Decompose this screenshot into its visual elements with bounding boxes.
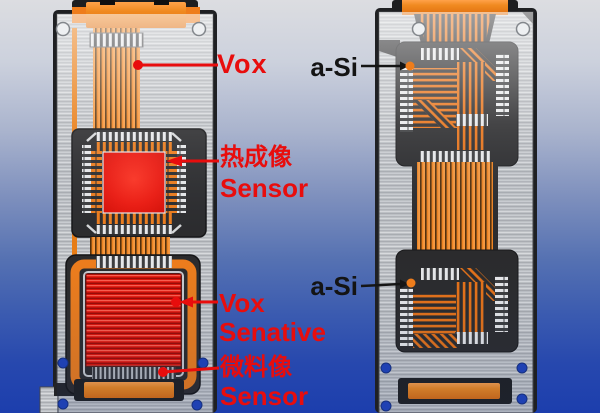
micro-leader-line [162,366,220,374]
thermal-sensor-label-cn: 热成像 [220,144,292,171]
vox-sensitive-label-line2: Senative [219,317,326,347]
left-through-holes [57,357,209,411]
left-mounting-holes [55,21,207,37]
right-through-holes [380,362,528,412]
vox-pointer-dot [133,60,143,70]
right-plate-shine [379,12,533,413]
thermal-arrowhead [166,155,182,167]
vox-label: Vox [217,49,268,79]
right-top-connector [402,0,508,15]
asi-bottom-arrowhead [400,279,409,289]
left-board [39,0,217,413]
asi-bottom-leader-line [360,282,402,288]
asi-top-label: a-Si [310,52,358,82]
vox-sensitive-pointer-dot [171,297,181,307]
micro-sensor-label-cn: 微料像 [220,354,292,381]
thermal-sensor-label: 热成像 Sensor [220,143,308,203]
right-board [375,0,537,413]
asi-bottom-pointer-dot [406,278,416,288]
vox-sensitive-label: Vox Senative [219,289,326,347]
left-plate-shine [57,14,213,413]
thermal-sensor-label-en: Sensor [220,173,309,203]
micro-sensor-label-en: Sensor [220,381,309,411]
asi-top-pointer-dot [405,61,415,71]
callout-leaders [133,60,416,377]
vox-sensitive-label-line1: Vox [219,288,265,318]
vox-sensitive-arrowhead [179,296,193,308]
micro-sensor-label: 微料像 Sensor [220,353,308,411]
asi-top-arrowhead [400,61,409,71]
asi-bottom-label: a-Si [310,271,358,301]
right-mounting-holes [411,21,531,37]
